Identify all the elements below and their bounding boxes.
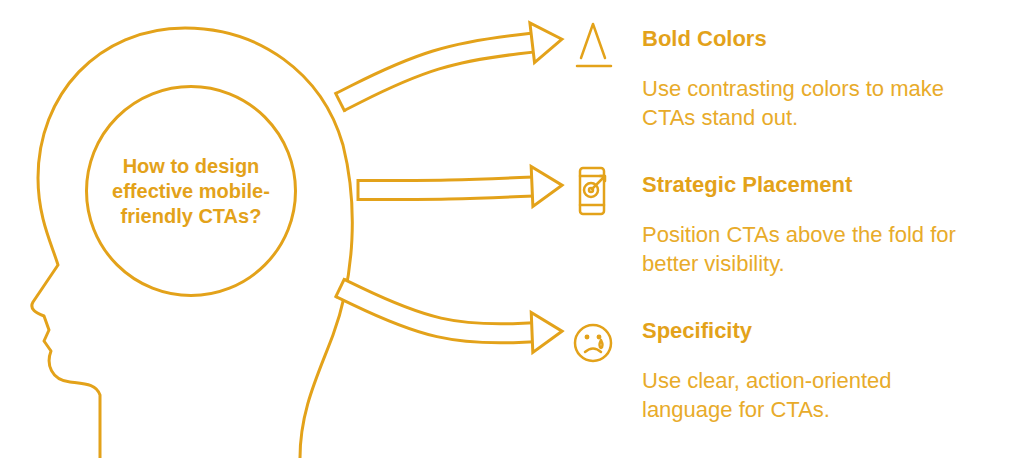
arrow-head — [530, 23, 562, 63]
arrow-shaft-outline — [358, 186, 534, 190]
head-outline — [32, 28, 352, 458]
tip-body: Use contrasting colors to make CTAs stan… — [642, 74, 964, 132]
arrow-head — [531, 166, 562, 206]
tip-heading: Specificity — [642, 318, 974, 344]
hollow-arrow — [358, 166, 562, 206]
question-circle: How to design effective mobile-friendly … — [85, 85, 297, 297]
arrow-tail — [335, 278, 345, 298]
tip-heading: Bold Colors — [642, 26, 964, 52]
arrow-shaft-fill — [358, 186, 534, 190]
hollow-arrow — [335, 278, 562, 352]
sad-face-icon — [575, 325, 611, 361]
tip-body: Use clear, action-oriented language for … — [642, 366, 974, 424]
letter-icon — [577, 24, 611, 66]
tip-heading: Strategic Placement — [642, 172, 1004, 198]
tip-item: Bold ColorsUse contrasting colors to mak… — [642, 26, 964, 132]
tip-item: Strategic PlacementPosition CTAs above t… — [642, 172, 1004, 278]
arrow-shaft-outline — [340, 288, 534, 333]
tip-body: Position CTAs above the fold for better … — [642, 220, 1004, 278]
arrow-tail — [357, 179, 360, 201]
hollow-arrow — [335, 23, 562, 112]
arrow-head — [531, 312, 562, 352]
arrow-shaft-fill — [340, 42, 534, 102]
arrow-shaft-outline — [340, 42, 534, 102]
question-text: How to design effective mobile-friendly … — [106, 154, 276, 229]
arrow-tail — [335, 92, 345, 112]
phone-target-icon — [580, 168, 605, 214]
arrow-shaft-fill — [340, 288, 534, 333]
tip-item: SpecificityUse clear, action-oriented la… — [642, 318, 974, 424]
